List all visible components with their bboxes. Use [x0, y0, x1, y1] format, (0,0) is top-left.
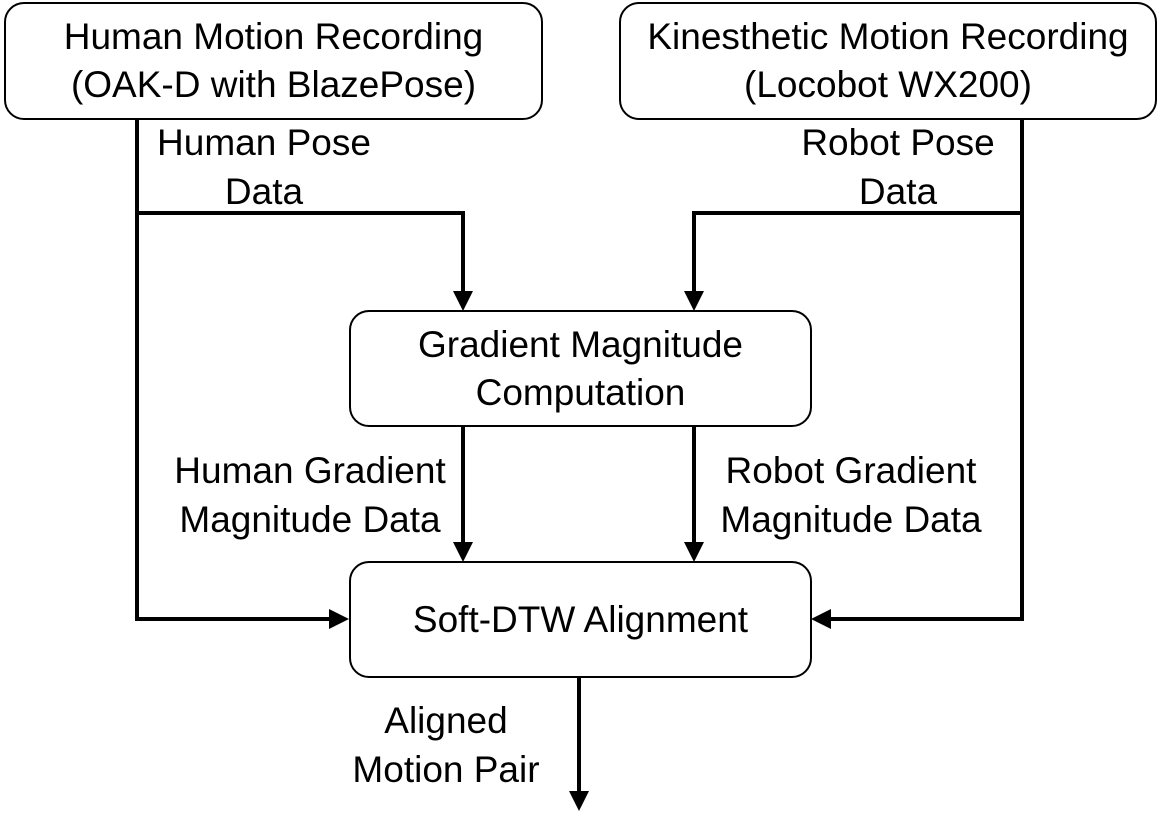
edge-label-human-pose: Human Pose Data	[144, 118, 384, 216]
kinesthetic-motion-recording-node: Kinesthetic Motion Recording (Locobot WX…	[619, 2, 1157, 120]
node-sublabel: (Locobot WX200)	[744, 64, 1032, 105]
node-label: Kinesthetic Motion Recording	[647, 16, 1129, 57]
edge-label-line: Aligned	[384, 700, 508, 741]
node-sublabel: Computation	[475, 371, 686, 413]
edge-label-robot-gradient: Robot Gradient Magnitude Data	[696, 446, 1006, 544]
node-label: Human Motion Recording	[63, 16, 484, 57]
edge-label-line: Magnitude Data	[179, 499, 441, 540]
human-pose-to-gradient-wire	[135, 120, 465, 292]
human-motion-recording-node: Human Motion Recording (OAK-D with Blaze…	[4, 2, 543, 120]
arrowhead-robot-gradient	[684, 291, 704, 311]
edge-label-line: Motion Pair	[352, 749, 540, 790]
edge-label-line: Magnitude Data	[720, 499, 982, 540]
node-sublabel: (OAK-D with BlazePose)	[70, 64, 477, 105]
node-label: Soft-DTW Alignment	[412, 598, 749, 640]
edge-label-aligned-motion-pair: Aligned Motion Pair	[326, 696, 566, 794]
robot-pose-to-softdtw-wire	[830, 213, 1024, 621]
edge-label-line: Human Pose	[157, 122, 371, 163]
node-label: Gradient Magnitude	[418, 323, 743, 365]
edge-label-line: Data	[224, 171, 304, 212]
human-pose-to-softdtw-wire	[135, 213, 330, 621]
edge-label-line: Robot Pose	[801, 122, 995, 163]
robot-pose-to-gradient-wire	[692, 120, 1024, 292]
arrowhead-human-gradient	[453, 291, 473, 311]
arrowhead-robot-softdtw	[811, 609, 831, 629]
edge-label-robot-pose: Robot Pose Data	[776, 118, 1020, 216]
arrowhead-robot-gradient-out	[684, 542, 704, 562]
edge-label-line: Data	[858, 171, 938, 212]
edge-label-line: Human Gradient	[174, 450, 446, 491]
soft-dtw-alignment-node: Soft-DTW Alignment	[349, 561, 812, 678]
gradient-magnitude-node: Gradient Magnitude Computation	[349, 310, 812, 427]
arrowhead-aligned-output	[569, 791, 589, 811]
edge-label-line: Robot Gradient	[725, 450, 977, 491]
arrowhead-human-softdtw	[329, 609, 349, 629]
arrowhead-human-gradient-out	[453, 542, 473, 562]
edge-label-human-gradient: Human Gradient Magnitude Data	[150, 446, 470, 544]
